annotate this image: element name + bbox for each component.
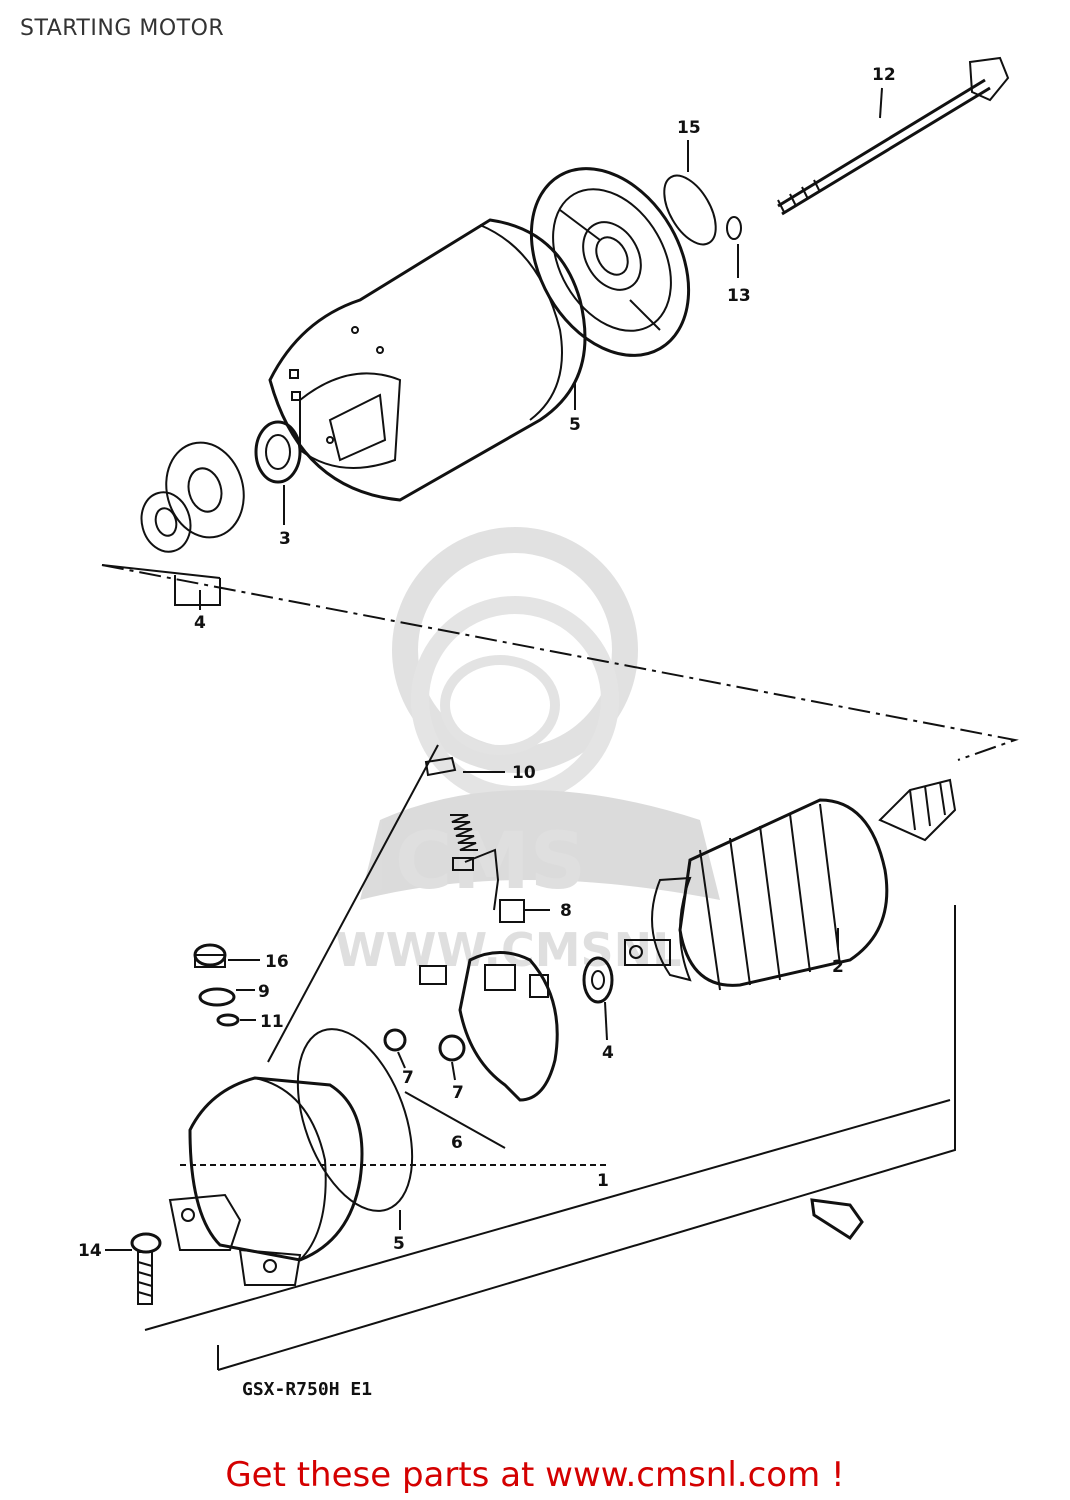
callout-6: 6 (451, 1133, 463, 1153)
model-code: GSX-R750H E1 (242, 1379, 373, 1400)
watermark-logo: CMS WWW.CMSNL (335, 527, 720, 977)
o-ring (663, 174, 717, 246)
callout-2: 2 (832, 957, 844, 977)
callout-10: 10 (512, 763, 536, 783)
leader-lines (105, 87, 883, 1251)
armature (624, 778, 957, 991)
terminal-o-ring (216, 1013, 240, 1027)
armature-washer (582, 956, 614, 1004)
page-title: STARTING MOTOR (20, 16, 225, 41)
insulator (438, 1034, 466, 1062)
callout-4: 4 (194, 613, 206, 633)
thrust-washers (140, 441, 245, 553)
terminal-nut (193, 943, 227, 968)
footer-link[interactable]: Get these parts at www.cmsnl.com ! (225, 1455, 845, 1495)
alignment-line (101, 564, 1019, 761)
callout-1: 1 (597, 1171, 609, 1191)
terminal-washer (198, 987, 236, 1007)
callout-7b: 7 (452, 1083, 464, 1103)
callout-13: 13 (727, 286, 751, 306)
watermark-brand: CMS (395, 817, 586, 907)
callout-12: 12 (872, 65, 896, 85)
motor-yoke (268, 218, 587, 502)
callout-5: 5 (569, 415, 581, 435)
callout-15: 15 (677, 118, 701, 138)
washer (726, 216, 742, 240)
callout-7a: 7 (402, 1068, 414, 1088)
brush-spring (450, 814, 500, 911)
brush-clip (424, 756, 457, 777)
o-ring-lower (296, 1028, 414, 1212)
bearing (254, 420, 302, 484)
insulator (383, 1028, 407, 1052)
watermark-url: WWW.CMSNL (335, 923, 681, 977)
callout-11: 11 (260, 1012, 284, 1032)
front-end-cover (168, 1076, 364, 1286)
long-bolt (777, 56, 1010, 216)
callout-3: 3 (279, 529, 291, 549)
screw (130, 1232, 162, 1305)
callout-4b: 4 (602, 1043, 614, 1063)
callout-labels: 12 15 13 5 3 4 10 8 2 16 9 11 7 7 6 4 1 … (78, 65, 896, 1261)
callout-14: 14 (78, 1241, 102, 1261)
reference-line (267, 744, 439, 1063)
callout-8: 8 (560, 901, 572, 921)
callout-9: 9 (258, 982, 270, 1002)
rear-end-cover (529, 167, 691, 357)
front-arrow-icon (810, 1198, 864, 1241)
callout-5b: 5 (393, 1234, 405, 1254)
brush-holder-plate (419, 951, 559, 1102)
reference-line (144, 1099, 951, 1331)
callout-16: 16 (265, 952, 289, 972)
reference-line (217, 905, 956, 1371)
